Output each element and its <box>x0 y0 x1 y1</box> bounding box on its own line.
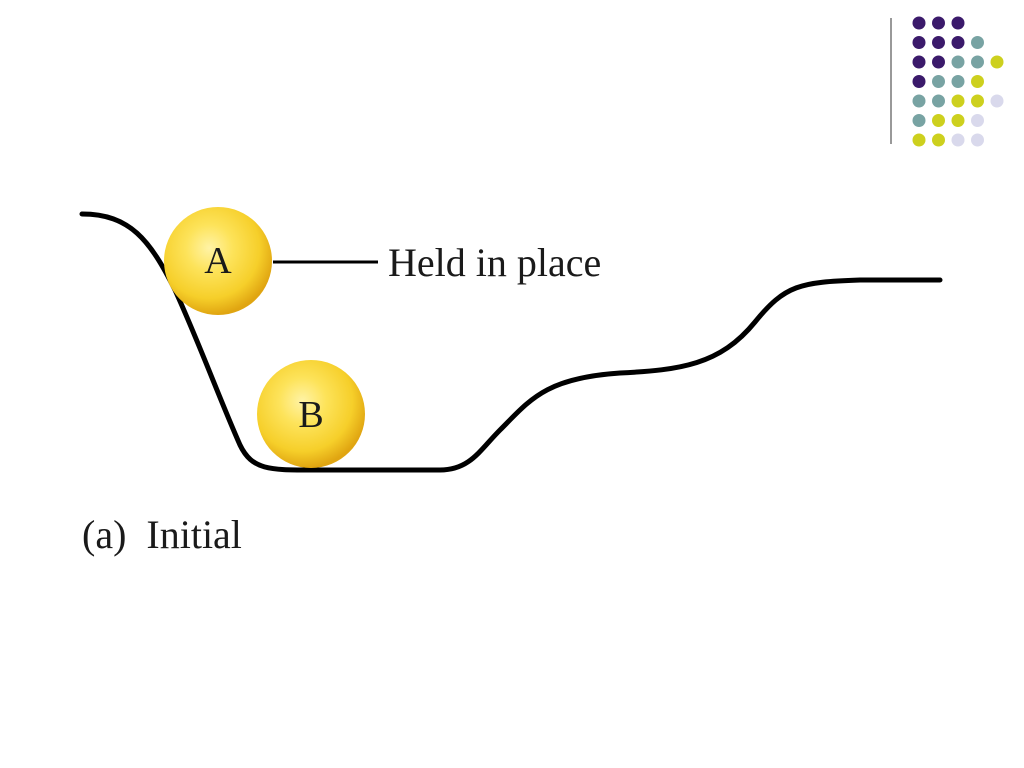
decorative-dot <box>932 133 945 147</box>
decorative-dot <box>912 94 926 108</box>
decorative-dot <box>951 16 965 30</box>
decorative-dot <box>912 16 926 30</box>
decorative-dot <box>971 36 984 49</box>
decorative-dot <box>990 55 1004 69</box>
decorative-dot <box>932 94 945 108</box>
decorative-dot <box>951 133 965 147</box>
decorative-dot <box>932 16 945 30</box>
ball-b-label: B <box>298 394 323 436</box>
decorative-dot <box>912 36 926 49</box>
decorative-dot <box>951 55 965 69</box>
decorative-dot <box>932 75 945 88</box>
callout-held-in-place: Held in place <box>388 240 601 285</box>
decorative-dot <box>951 36 965 49</box>
figure-caption: (a) Initial <box>82 512 242 557</box>
decorative-dot <box>971 114 984 127</box>
decorative-dot <box>951 75 965 88</box>
ball-a-label: A <box>204 240 232 282</box>
decorative-dot <box>912 55 926 69</box>
ball-a: A <box>164 207 272 315</box>
decorative-dot <box>971 55 984 69</box>
decorative-dot <box>990 94 1004 108</box>
decorative-dot <box>932 114 945 127</box>
decorative-dot <box>971 133 984 147</box>
decorative-dot <box>951 94 965 108</box>
decorative-dot <box>932 36 945 49</box>
decorative-dot <box>912 133 926 147</box>
ball-b: B <box>257 360 365 468</box>
decorative-dot <box>912 75 926 88</box>
decorative-dot <box>951 114 965 127</box>
decorative-dot-grid <box>912 16 1004 147</box>
decorative-dot <box>971 94 984 108</box>
decorative-dot <box>971 75 984 88</box>
decorative-dot <box>912 114 926 127</box>
potential-energy-curve <box>79 211 943 473</box>
decorative-dot <box>932 55 945 69</box>
